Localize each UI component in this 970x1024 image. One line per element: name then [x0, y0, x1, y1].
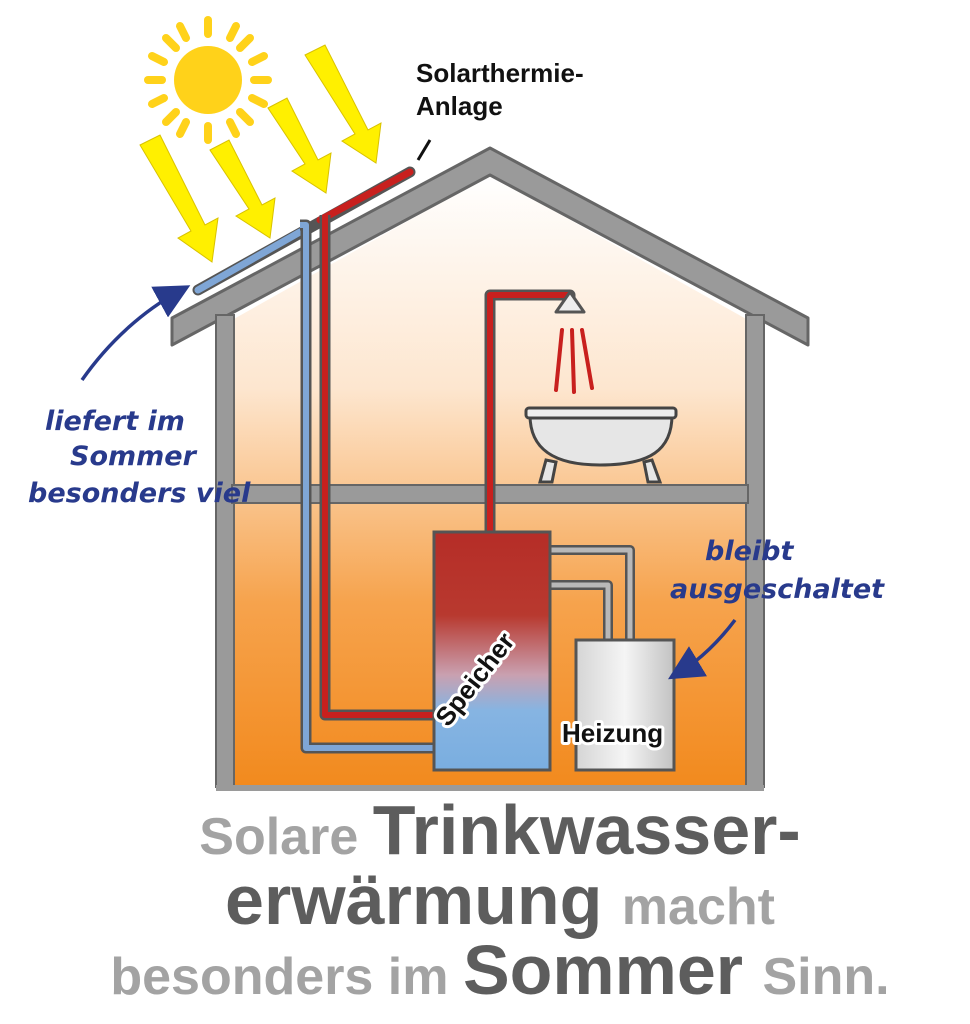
heater-unit	[574, 638, 676, 772]
bathtub-icon	[524, 406, 678, 484]
arrow-icon	[667, 618, 737, 680]
solar-system-label: Solarthermie- Anlage	[416, 58, 591, 121]
sun-ray-arrow	[139, 134, 219, 263]
headline-word: besonders im	[110, 948, 463, 1006]
sun-ray-arrow	[209, 139, 276, 239]
storage-tank	[432, 530, 552, 772]
house-wall-left	[215, 314, 235, 788]
cold-pipe-inner	[300, 222, 436, 751]
heater-pipe-outer-inner	[548, 547, 633, 640]
headline-word: Solare	[199, 808, 373, 866]
headline-line-2: erwärmung macht	[40, 865, 960, 935]
shower-icon	[554, 290, 594, 394]
sun-ray-arrow	[304, 44, 382, 164]
arrow-icon	[80, 285, 191, 382]
solar-system-pointer	[416, 139, 432, 161]
summer-note: liefert im Sommer besonders viel	[28, 406, 251, 509]
hot-pipe-inner	[322, 215, 436, 718]
headline-word: macht	[621, 878, 775, 936]
headline-word: Sommer	[462, 931, 763, 1009]
headline-word: erwärmung	[225, 861, 622, 939]
house-roof	[170, 146, 810, 347]
house-ground	[216, 785, 764, 791]
sun-ray-arrow	[267, 97, 332, 194]
headline-word: Sinn.	[762, 948, 890, 1006]
headline-line-1: Solare Trinkwasser-	[40, 795, 960, 865]
headline-word: Trinkwasser-	[372, 791, 801, 869]
headline-line-3: besonders im Sommer Sinn.	[40, 935, 960, 1005]
heating-note: bleibt ausgeschaltet	[670, 536, 885, 605]
heater-pipe-inner-core	[548, 582, 611, 640]
sun-icon	[144, 16, 272, 144]
solar-collector-cold-section	[194, 228, 304, 294]
heating-label: Heizung	[562, 718, 663, 748]
headline: Solare Trinkwasser- erwärmung macht beso…	[40, 795, 960, 1005]
solar-collector-hot-section	[316, 168, 414, 224]
sun-rays	[139, 44, 382, 263]
